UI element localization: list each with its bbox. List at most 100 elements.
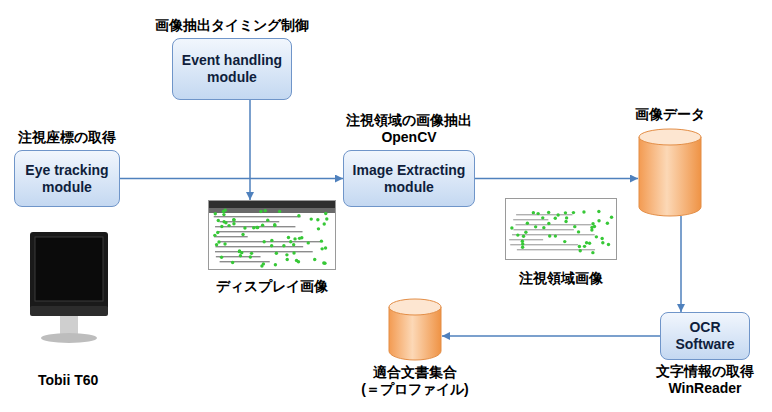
cylinder-shape	[388, 298, 442, 360]
gaze-dot	[282, 244, 285, 247]
flow-arrow	[475, 178, 638, 180]
gaze-dot	[534, 225, 537, 228]
database-cylinder: 適合文書集合(＝プロファイル)	[388, 298, 442, 360]
gaze-dot	[250, 252, 253, 255]
screenshot-frame	[506, 199, 617, 260]
gaze-dot	[324, 212, 327, 215]
box-label: Eye tracking module	[21, 162, 113, 196]
gaze-dot	[322, 261, 325, 264]
gaze-dot	[310, 217, 313, 220]
gaze-dot	[583, 245, 586, 248]
screenshot-frame	[209, 201, 336, 270]
gaze-dot	[541, 216, 544, 219]
gaze-dot	[274, 263, 277, 266]
text-group: 注視座標の取得	[18, 129, 116, 146]
screenshot-image: 注視領域画像	[505, 198, 617, 260]
gaze-dot	[222, 213, 225, 216]
gaze-dot	[214, 212, 217, 215]
gaze-dot	[554, 216, 557, 219]
gaze-dot	[287, 236, 290, 239]
screen-text-line	[517, 249, 595, 250]
gaze-dot	[564, 220, 567, 223]
gaze-dot	[610, 216, 613, 219]
caption-label: (＝プロファイル)	[361, 381, 468, 398]
gaze-dot	[292, 251, 295, 254]
text-group: 注視領域画像	[519, 270, 603, 287]
gaze-dot	[213, 234, 216, 237]
gaze-dot	[317, 227, 320, 230]
gaze-dot	[524, 231, 527, 234]
screen-text-line	[214, 236, 248, 237]
cylinder-body	[639, 137, 701, 216]
box-label: Event handling module	[179, 52, 285, 86]
gaze-dot	[542, 226, 545, 229]
cylinder-top	[639, 129, 701, 145]
gaze-dot	[262, 240, 265, 243]
text-group: 画像抽出タイミング制御	[155, 17, 309, 34]
gaze-dot	[573, 225, 576, 228]
text-group: OCR Software	[661, 315, 749, 357]
screenshot-picture	[208, 200, 336, 270]
flow-arrow	[120, 178, 343, 180]
gaze-dot	[585, 241, 588, 244]
gaze-dot	[600, 237, 603, 240]
gaze-dot	[582, 210, 585, 213]
screenshot-image: ディスプレイ画像	[208, 200, 336, 270]
text-group: 文字情報の取得WinReader	[656, 363, 754, 397]
gaze-dot	[320, 247, 323, 250]
gaze-dot	[606, 222, 609, 225]
process-box: 画像抽出タイミング制御Event handling module	[172, 38, 292, 100]
gaze-dot	[266, 218, 269, 221]
gaze-dot	[521, 242, 524, 245]
gaze-dot	[607, 243, 610, 246]
text-group: 適合文書集合(＝プロファイル)	[361, 364, 468, 398]
gaze-dot	[324, 246, 327, 249]
gaze-dot	[565, 216, 568, 219]
gaze-dot	[522, 235, 525, 238]
gaze-dot	[220, 256, 223, 259]
gaze-dot	[275, 252, 278, 255]
gaze-dot	[590, 226, 593, 229]
database-cylinder: 画像データ	[638, 128, 702, 216]
caption-label: 画像抽出タイミング制御	[155, 17, 309, 34]
gaze-dot	[216, 231, 219, 234]
text-group: 画像データ	[635, 106, 705, 123]
text-group: ディスプレイ画像	[216, 278, 328, 295]
screen-text-line	[215, 251, 313, 252]
gaze-dot	[601, 241, 604, 244]
flow-arrow	[249, 100, 251, 200]
gaze-dot	[241, 233, 244, 236]
box-label: OCR Software	[667, 319, 743, 353]
flow-arrow	[680, 216, 682, 312]
gaze-dot	[289, 240, 292, 243]
gaze-dot	[572, 211, 575, 214]
gaze-dot	[273, 223, 276, 226]
gaze-dot	[597, 219, 600, 222]
gaze-dot	[238, 249, 241, 252]
caption-label: 注視領域画像	[519, 270, 603, 287]
monitor-bezel	[30, 232, 108, 310]
screen-text-lines	[509, 214, 595, 250]
gaze-dot	[270, 244, 273, 247]
caption-label: 適合文書集合	[361, 364, 468, 381]
gaze-points	[510, 210, 613, 255]
process-box: 注視領域の画像抽出OpenCVImage Extracting module	[343, 150, 475, 207]
window-toolbar	[209, 208, 335, 213]
gaze-dot	[270, 239, 273, 242]
gaze-points	[213, 209, 328, 268]
screen-text-line	[510, 244, 578, 245]
box-label: Image Extracting module	[350, 162, 468, 196]
window-titlebar	[209, 201, 335, 208]
gaze-dot	[259, 210, 262, 213]
caption-label: 注視座標の取得	[18, 129, 116, 146]
gaze-dot	[293, 237, 296, 240]
caption-label: 画像データ	[635, 106, 705, 123]
screen-text-line	[214, 216, 301, 217]
gaze-dot	[222, 220, 225, 223]
gaze-dot	[222, 210, 225, 213]
gaze-dot	[548, 234, 551, 237]
gaze-dot	[217, 219, 220, 222]
caption-label: 注視領域の画像抽出	[346, 112, 472, 129]
screen-text-lines	[214, 216, 320, 262]
gaze-dot	[255, 226, 258, 229]
